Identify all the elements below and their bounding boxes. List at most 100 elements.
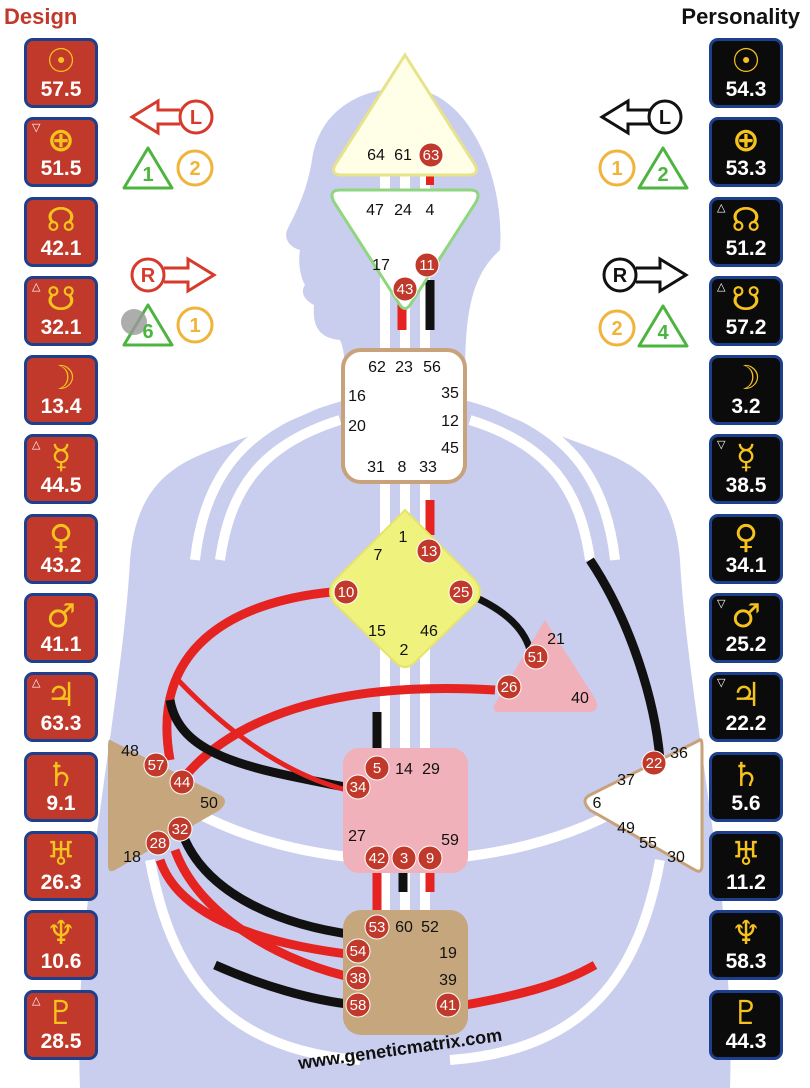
active-gate: 38 bbox=[345, 965, 371, 991]
active-gate: 43 bbox=[392, 276, 418, 302]
uranus-icon: ♅ bbox=[46, 833, 76, 873]
design-planet-tile: ☉57.5 bbox=[24, 38, 98, 108]
svg-text:5: 5 bbox=[373, 760, 381, 777]
north-node-icon: ☊ bbox=[46, 199, 76, 239]
mars-icon: ♂ bbox=[46, 596, 76, 636]
gate-label: 45 bbox=[441, 440, 459, 457]
saturn-icon: ♄ bbox=[731, 754, 761, 794]
active-gate: 10 bbox=[333, 579, 359, 605]
active-gate: 57 bbox=[143, 752, 169, 778]
gate-label: 18 bbox=[123, 849, 141, 866]
svg-text:1: 1 bbox=[142, 164, 153, 186]
active-gate: 34 bbox=[345, 774, 371, 800]
gate-label: 27 bbox=[348, 828, 366, 845]
personality-planet-tile: ♅11.2 bbox=[709, 830, 783, 901]
design-planet-tile: ♂41.1 bbox=[24, 593, 98, 664]
svg-text:63: 63 bbox=[423, 147, 440, 164]
mercury-icon: ☿ bbox=[50, 437, 72, 477]
south-node-icon: ☋ bbox=[46, 278, 76, 318]
active-gate: 63 bbox=[418, 142, 444, 168]
gate-label: 21 bbox=[547, 631, 565, 648]
svg-text:6: 6 bbox=[142, 321, 153, 343]
earth-icon: ⊕ bbox=[732, 120, 760, 160]
personality-planet-tile: ♆58.3 bbox=[709, 910, 783, 981]
svg-text:25: 25 bbox=[453, 584, 470, 601]
active-gate: 58 bbox=[345, 992, 371, 1018]
jupiter-icon: ♃ bbox=[46, 675, 76, 715]
svg-text:1: 1 bbox=[189, 315, 200, 337]
gate-label: 56 bbox=[423, 359, 441, 376]
throat-center bbox=[341, 348, 467, 484]
south-node-icon: ☋ bbox=[731, 278, 761, 318]
gate-label: 50 bbox=[200, 795, 218, 812]
design-planet-tile: ♄9.1 bbox=[24, 751, 98, 822]
gate-label: 36 bbox=[670, 745, 688, 762]
svg-text:R: R bbox=[613, 265, 628, 287]
gate-label: 16 bbox=[348, 388, 366, 405]
active-gate: 5 bbox=[364, 755, 390, 781]
gate-label: 48 bbox=[121, 743, 139, 760]
personality-planet-tile: ☽3.2 bbox=[709, 355, 783, 426]
svg-text:53: 53 bbox=[369, 919, 386, 936]
active-gate: 42 bbox=[364, 845, 390, 871]
active-gate: 13 bbox=[416, 538, 442, 564]
design-bottom-badges: 6 1 bbox=[121, 303, 214, 347]
gate-label: 24 bbox=[394, 202, 412, 219]
personality-planet-tile: ♇44.3 bbox=[709, 989, 783, 1060]
svg-text:22: 22 bbox=[646, 755, 663, 772]
uranus-icon: ♅ bbox=[731, 833, 761, 873]
svg-text:2: 2 bbox=[657, 164, 668, 186]
personality-planet-tile: ▽♃22.2 bbox=[709, 672, 783, 743]
svg-text:3: 3 bbox=[400, 850, 408, 867]
active-gate: 54 bbox=[345, 938, 371, 964]
gate-label: 15 bbox=[368, 623, 386, 640]
gate-label: 61 bbox=[394, 147, 412, 164]
gate-label: 2 bbox=[400, 642, 409, 659]
gate-label: 20 bbox=[348, 418, 366, 435]
gate-label: 8 bbox=[398, 459, 407, 476]
svg-text:32: 32 bbox=[172, 821, 189, 838]
personality-header: Personality bbox=[681, 4, 800, 29]
design-planet-tile: △☋32.1 bbox=[24, 275, 98, 346]
solar-plexus-center bbox=[583, 738, 704, 873]
gate-label: 35 bbox=[441, 385, 459, 402]
gate-label: 1 bbox=[399, 529, 408, 546]
design-planet-tile: ♀43.2 bbox=[24, 513, 98, 584]
saturn-icon: ♄ bbox=[46, 754, 76, 794]
gate-label: 31 bbox=[367, 459, 385, 476]
sun-icon: ☉ bbox=[731, 41, 761, 80]
svg-text:54: 54 bbox=[350, 943, 367, 960]
svg-text:13: 13 bbox=[421, 543, 438, 560]
active-gate: 53 bbox=[364, 914, 390, 940]
mercury-icon: ☿ bbox=[735, 437, 757, 477]
neptune-icon: ♆ bbox=[731, 913, 761, 953]
design-header: Design bbox=[4, 4, 78, 29]
gate-label: 7 bbox=[374, 547, 383, 564]
personality-planet-tile: ⊕53.3 bbox=[709, 117, 783, 188]
svg-text:38: 38 bbox=[350, 970, 367, 987]
gate-label: 47 bbox=[366, 202, 384, 219]
design-planet-tile: △♇28.5 bbox=[24, 989, 98, 1060]
svg-text:1: 1 bbox=[611, 158, 622, 180]
gate-label: 29 bbox=[422, 761, 440, 778]
gate-label: 64 bbox=[367, 147, 385, 164]
active-gate: 9 bbox=[417, 845, 443, 871]
active-gate: 32 bbox=[167, 816, 193, 842]
gate-label: 55 bbox=[639, 835, 657, 852]
gate-numbers: 64 61 47 24 4 17 62 23 56 16 35 20 12 45… bbox=[121, 147, 688, 989]
active-gate: 26 bbox=[496, 674, 522, 700]
mars-icon: ♂ bbox=[731, 596, 761, 636]
moon-icon: ☽ bbox=[46, 358, 76, 398]
neptune-icon: ♆ bbox=[46, 913, 76, 953]
gate-label: 23 bbox=[395, 359, 413, 376]
design-right-arrow: R bbox=[130, 256, 217, 294]
active-gate: 25 bbox=[448, 579, 474, 605]
svg-text:10: 10 bbox=[338, 584, 355, 601]
svg-text:9: 9 bbox=[426, 850, 434, 867]
jupiter-icon: ♃ bbox=[731, 675, 761, 715]
svg-text:51: 51 bbox=[528, 649, 545, 666]
head-center bbox=[332, 52, 478, 177]
g-center bbox=[329, 508, 481, 668]
personality-planet-tile: ▽♂25.2 bbox=[709, 593, 783, 664]
